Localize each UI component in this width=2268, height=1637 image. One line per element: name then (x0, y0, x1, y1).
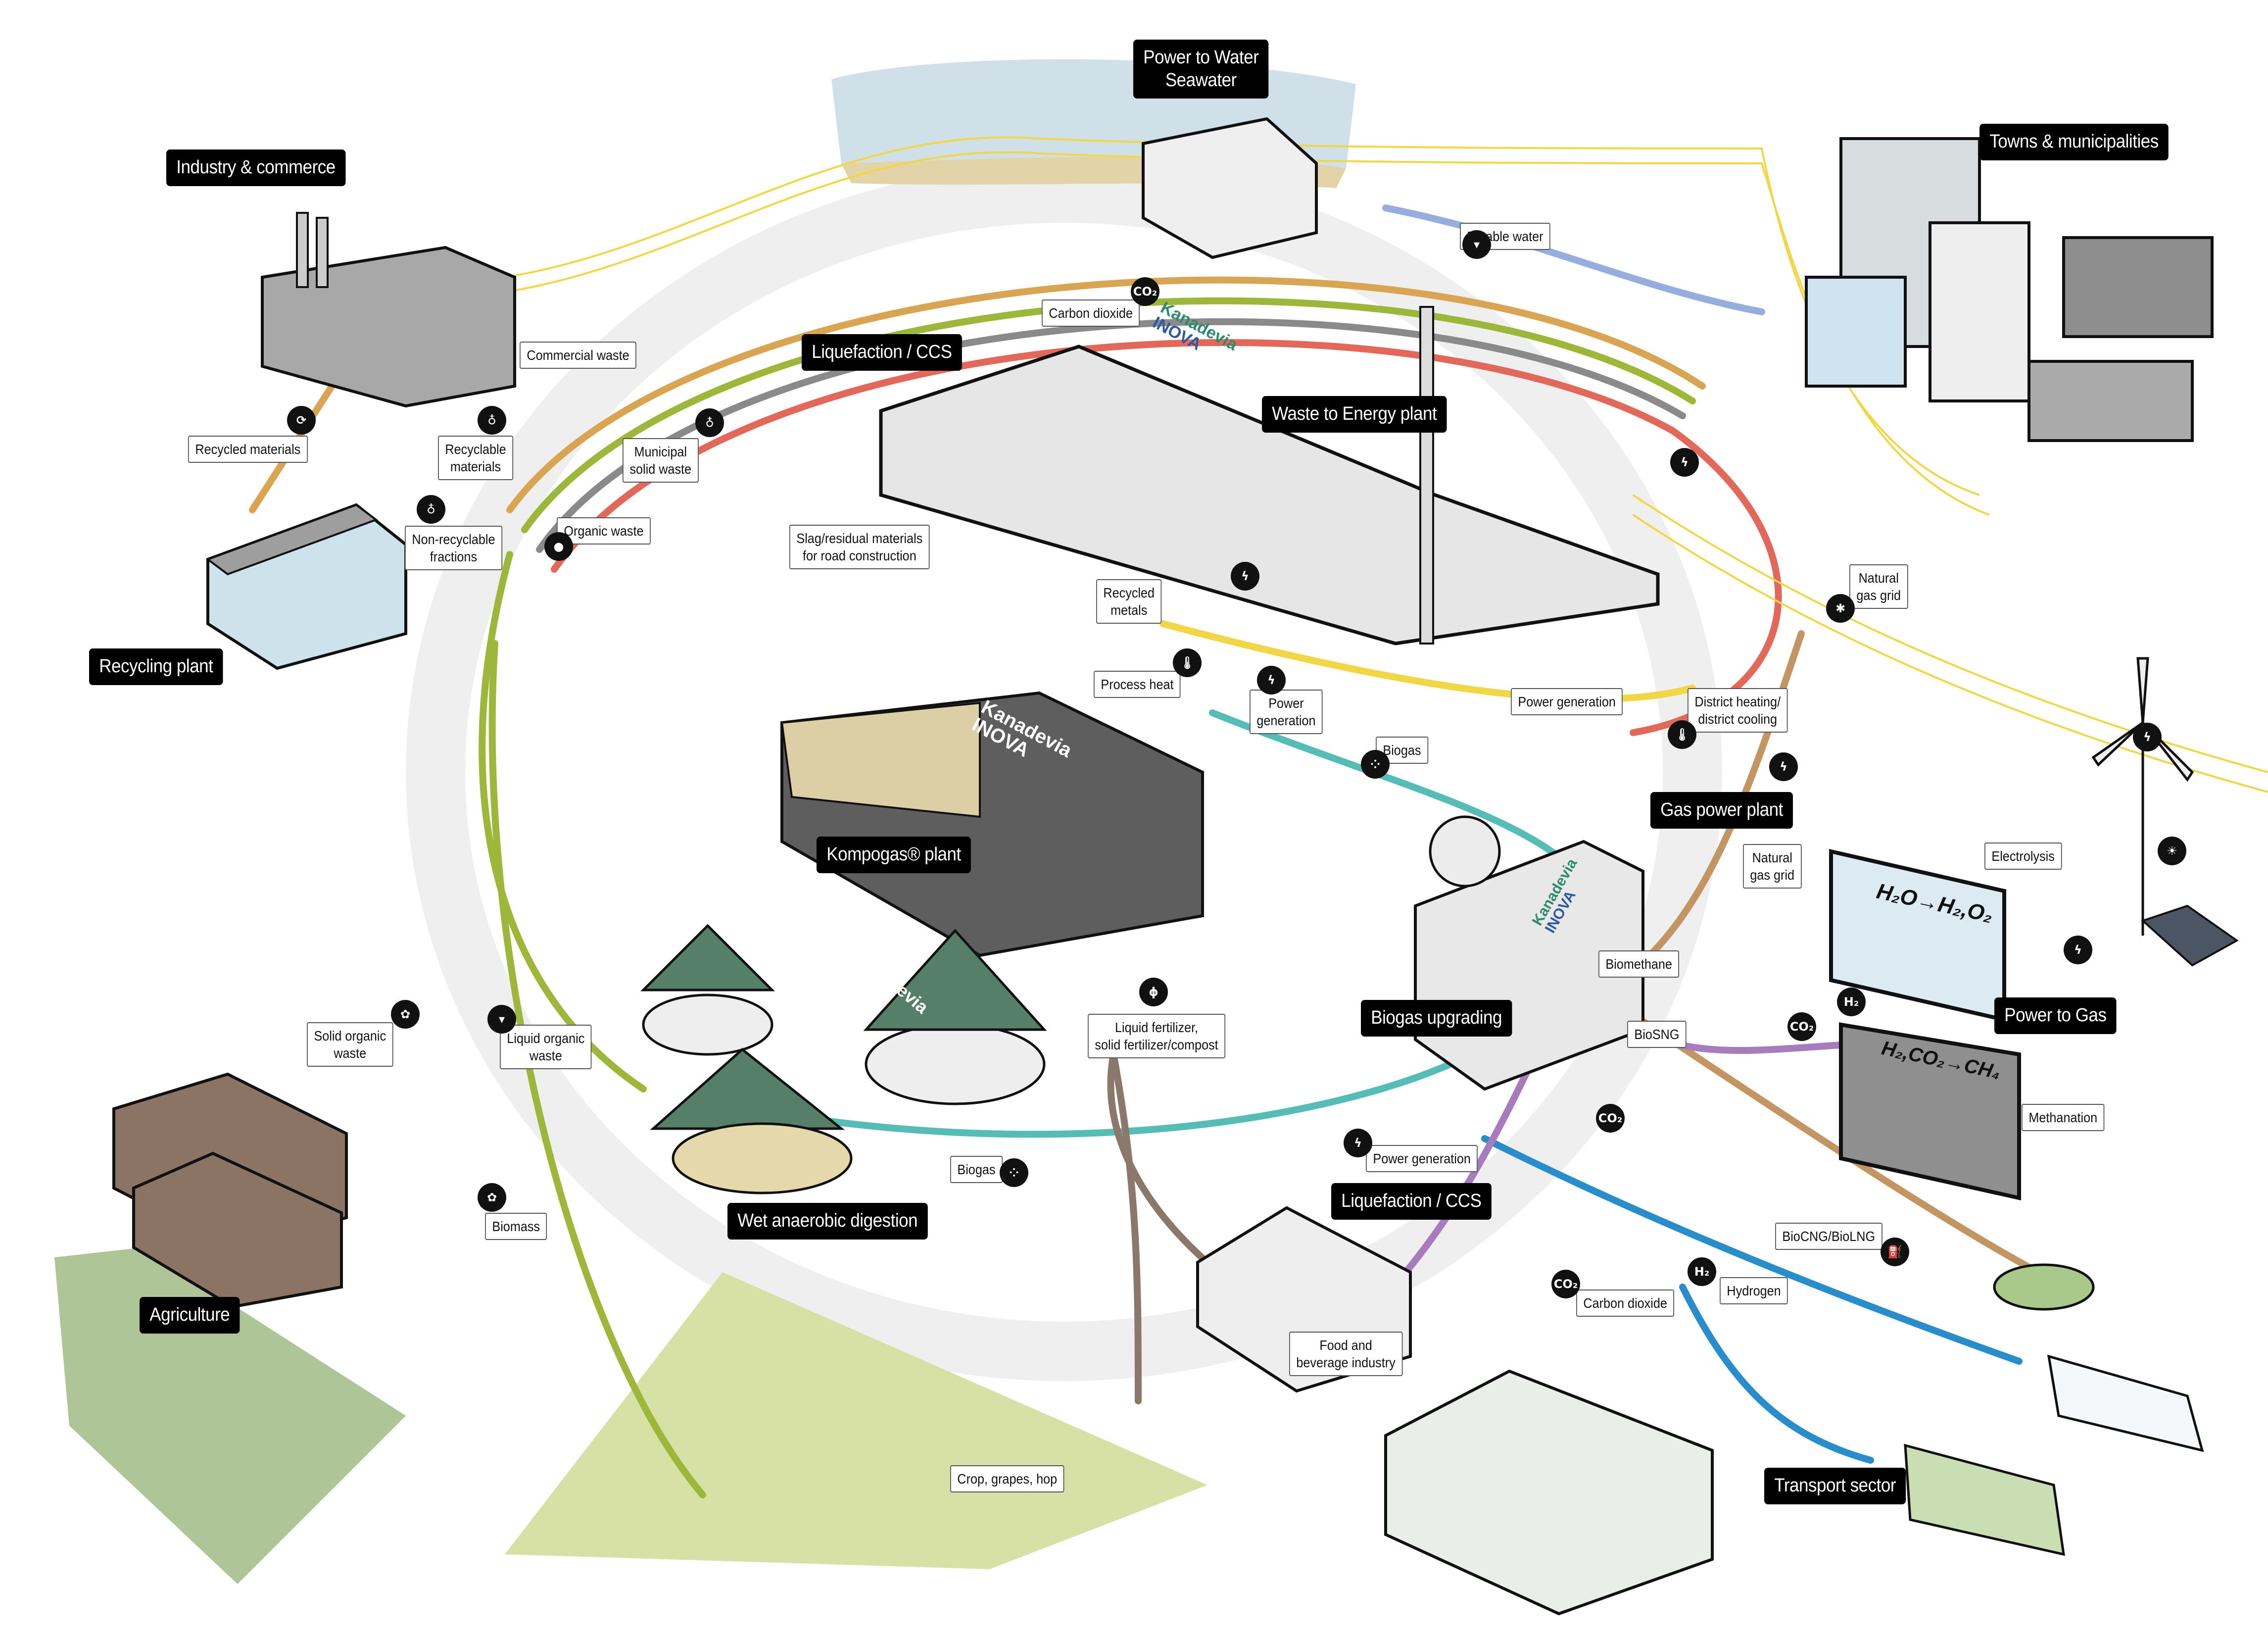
label-recycled-materials: Recycled materials (188, 436, 308, 463)
label-methanation: Methanation (2022, 1104, 2105, 1131)
title-towns-municipalities: Towns & municipalities (1979, 124, 2169, 160)
label-commercial-waste: Commercial waste (520, 342, 637, 369)
label-recycled-metals: Recycled metals (1096, 579, 1162, 624)
label-power-generation-1: Power generation (1250, 690, 1323, 734)
label-food-beverage-industry: Food and beverage industry (1289, 1332, 1403, 1376)
label-non-recyclable-fractions: Non-recyclable fractions (405, 526, 502, 570)
title-industry-commerce: Industry & commerce (166, 149, 346, 186)
title-wet-anaerobic-digestion: Wet anaerobic digestion (727, 1203, 928, 1240)
label-slag-residual: Slag/residual materials for road constru… (789, 525, 930, 569)
leaf-icon-fertilizer: ɸ (1139, 978, 1168, 1006)
lightning-icon-wind: ϟ (2133, 723, 2162, 751)
flow-teal-2 (773, 1061, 1453, 1138)
wind-turbine (2091, 657, 2194, 936)
title-waste-to-energy: Waste to Energy plant (1262, 396, 1447, 433)
label-solid-organic-waste: Solid organic waste (307, 1022, 393, 1067)
kompogas-building (780, 691, 1204, 957)
h2-icon-hydrogen: H₂ (1688, 1257, 1716, 1286)
label-natural-gas-grid-2: Natural gas grid (1743, 844, 1802, 889)
label-biocng-biolng: BioCNG/BioLNG (1775, 1223, 1882, 1250)
label-biogas-2: Biogas (950, 1156, 1003, 1183)
thermometer-icon-district: 🌡 (1668, 720, 1696, 749)
flow-blue (1481, 1135, 2023, 1365)
biogas-icon-2: ⁘ (1000, 1158, 1028, 1187)
apple-core-icon: ● (544, 532, 573, 561)
biogas-icon-1: ⁘ (1361, 750, 1390, 779)
field-right (505, 1272, 1207, 1569)
lightning-icon-wte: ϟ (1231, 562, 1259, 591)
co2-icon-mid: CO₂ (1596, 1104, 1625, 1133)
label-recyclable-materials: Recyclable materials (438, 436, 514, 480)
flow-blue-light (1382, 204, 1765, 315)
label-municipal-solid-waste: Municipal solid waste (623, 438, 699, 483)
recycle-icon: ⟳ (287, 406, 316, 435)
label-power-generation-3: Power generation (1366, 1145, 1478, 1172)
title-liquefaction-ccs-top: Liquefaction / CCS (802, 334, 962, 371)
lightning-icon-gas-plant: ϟ (1769, 752, 1798, 781)
background-ring (406, 163, 1722, 1381)
title-gas-power-plant: Gas power plant (1650, 792, 1793, 829)
label-organic-waste: Organic waste (557, 517, 651, 545)
farm-barns (112, 1072, 348, 1309)
label-carbon-dioxide-bottom: Carbon dioxide (1576, 1290, 1675, 1317)
label-power-generation-2: Power generation (1511, 688, 1623, 715)
fuel-pump-icon: ⛽ (1881, 1238, 1909, 1266)
label-biomass: Biomass (485, 1213, 547, 1240)
flow-green-biomass (488, 640, 706, 1498)
vehicles (1904, 1263, 2204, 1556)
recycling-building (205, 503, 407, 670)
co2-icon-methanation: CO₂ (1787, 1012, 1816, 1041)
recyclable-bag-icon: ♁ (478, 406, 506, 435)
digesters (640, 924, 1047, 1194)
title-transport-sector: Transport sector (1764, 1468, 1906, 1504)
label-liquid-fertilizer: Liquid fertilizer, solid fertilizer/comp… (1088, 1014, 1226, 1058)
thermometer-icon-process: 🌡 (1173, 648, 1202, 677)
waste-to-energy-building (879, 306, 1660, 645)
sun-icon: ☀ (2158, 837, 2186, 865)
title-power-to-gas: Power to Gas (1994, 997, 2117, 1034)
town-buildings (1805, 137, 2214, 442)
flow-orange (506, 276, 1706, 513)
label-carbon-dioxide-top: Carbon dioxide (1042, 299, 1140, 327)
waste-bag-icon: ♁ (695, 408, 724, 437)
label-crop-grapes-hop: Crop, grapes, hop (950, 1465, 1064, 1492)
title-kompogas-plant: Kompogas® plant (817, 837, 971, 873)
title-liquefaction-ccs-bottom: Liquefaction / CCS (1331, 1183, 1492, 1220)
lightning-icon-solar: ϟ (2064, 936, 2092, 964)
label-district-heating: District heating/ district cooling (1688, 688, 1788, 733)
greenhouse (1384, 1369, 1714, 1616)
flow-yellow (1159, 620, 1696, 702)
label-process-heat: Process heat (1094, 671, 1181, 698)
label-biosng: BioSNG (1627, 1021, 1687, 1048)
flow-earth-2 (1110, 1051, 1142, 1404)
co2-icon-greenhouse: CO₂ (1551, 1270, 1580, 1298)
title-agriculture: Agriculture (140, 1297, 240, 1334)
grain-icon-solid-organic: ✿ (391, 1000, 420, 1029)
flow-blue-2 (1679, 1284, 1874, 1464)
industry-building (261, 212, 516, 408)
potable-water-icon: ▾ (1462, 230, 1491, 259)
lightning-icon-power-gen-3: ϟ (1344, 1129, 1372, 1157)
label-hydrogen: Hydrogen (1720, 1277, 1788, 1304)
h2-icon-top: H₂ (1837, 988, 1866, 1016)
non-recyclable-bag-icon: ♁ (417, 495, 445, 524)
grain-icon-biomass: ✿ (478, 1183, 506, 1212)
co2-icon-top: CO₂ (1131, 277, 1159, 306)
liquid-container-icon: ▾ (487, 1005, 516, 1034)
label-electrolysis: Electrolysis (1984, 843, 2062, 870)
label-natural-gas-grid-1: Natural gas grid (1849, 564, 1908, 609)
lightning-icon-towns: ϟ (1670, 448, 1699, 477)
title-recycling-plant: Recycling plant (89, 648, 223, 685)
solar-panel (2141, 904, 2239, 967)
methanation-tank (1839, 1022, 2021, 1200)
label-liquid-organic-waste: Liquid organic waste (500, 1025, 592, 1069)
flow-red (551, 339, 1782, 736)
label-biomethane: Biomethane (1598, 950, 1680, 978)
title-power-to-water: Power to Water Seawater (1133, 40, 1269, 99)
power-to-water-building (1142, 117, 1318, 259)
title-biogas-upgrading: Biogas upgrading (1361, 1000, 1512, 1037)
gas-grid-icon: ✱ (1826, 594, 1855, 623)
lightning-icon-power-gen: ϟ (1257, 666, 1286, 694)
